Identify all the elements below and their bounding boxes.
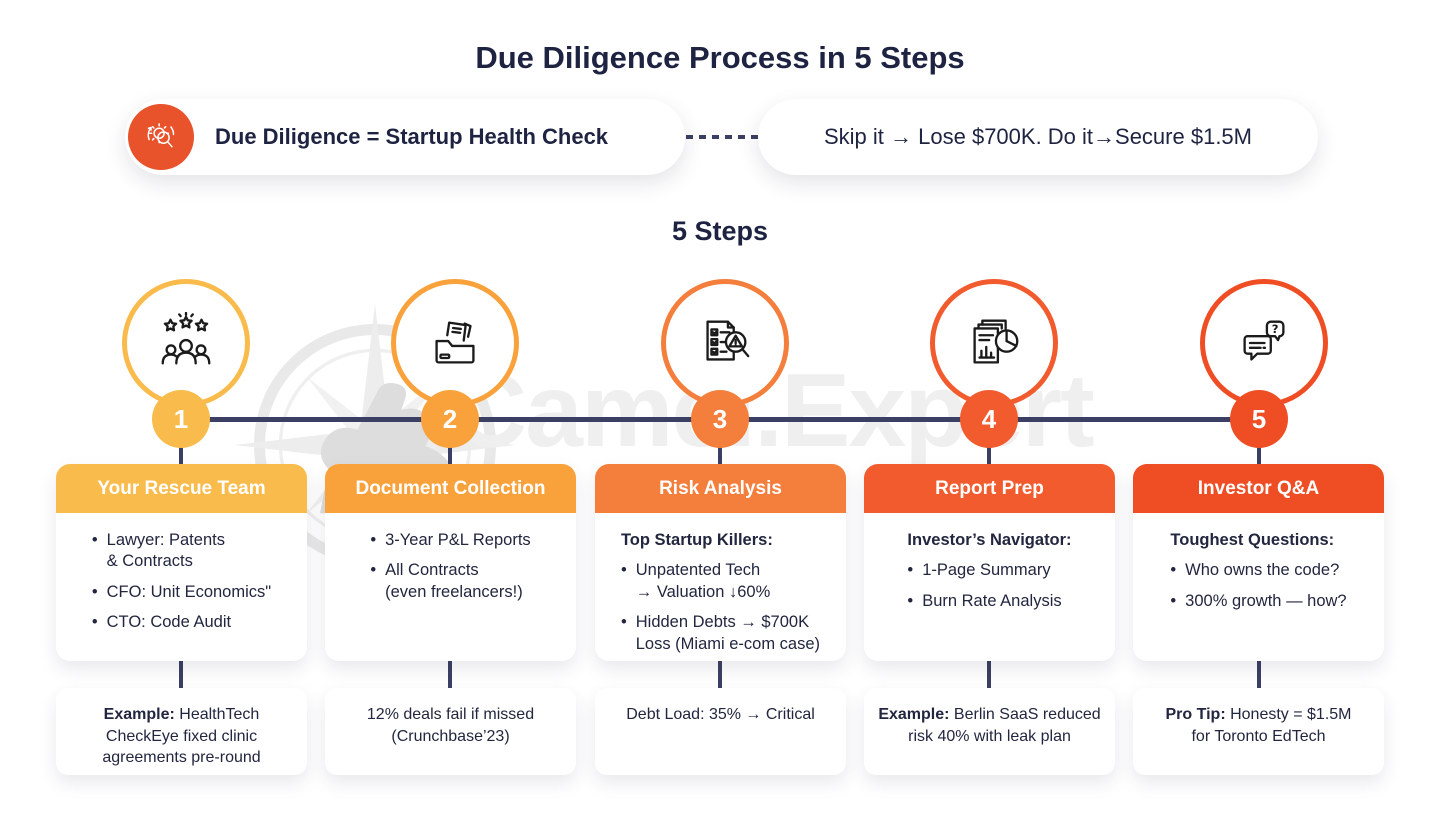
bullet-item: •All Contracts (even freelancers!) [370,561,523,601]
bullet-item: •Lawyer: Patents & Contracts [91,531,225,571]
note-text: Honesty = $1.5M for Toronto EdTech [1191,706,1352,745]
gear-magnifier-icon [128,104,194,170]
qa-chat-icon: ? [1243,320,1285,361]
step5-number: 5 [1251,403,1267,434]
consequence-text: Skip it → Lose $700K. Do it→Secure $1.5M [824,124,1252,149]
step5-note-card: Pro Tip: Honesty = $1.5M for Toronto EdT… [1133,688,1384,775]
bullet-item: •Unpatented Tech → Valuation ↓60% [620,561,771,601]
note-text: Berlin SaaS reduced risk 40% with leak p… [908,706,1101,745]
bullet-item: •1-Page Summary [907,561,1051,580]
step4-card: Report Prep Investor’s Navigator: •1-Pag… [864,464,1115,661]
step3-card-header: Risk Analysis [595,464,846,513]
team-icon [161,312,211,365]
step4-number: 4 [981,403,997,434]
step4-note-card: Example: Berlin SaaS reduced risk 40% wi… [864,688,1115,775]
step4-card-header: Report Prep [864,464,1115,513]
step2-circle [391,279,519,407]
bullet-item: •300% growth — how? [1170,591,1347,610]
step3-note-card: Debt Load: 35% → Critical [595,688,846,775]
step1-number: 1 [173,403,189,434]
step5-card-header: Investor Q&A [1133,464,1384,513]
step1-number-badge: 1 [152,390,210,448]
note-text: 12% deals fail if missed (Crunchbase’23) [366,706,535,745]
document-folder-icon [435,321,475,364]
step3-circle [661,279,789,407]
bullet-item: •CTO: Code Audit [91,613,232,632]
step4-number-badge: 4 [960,390,1018,448]
step2-number: 2 [442,403,458,434]
bullet-item: •3-Year P&L Reports [370,531,531,549]
step5-lead: Toughest Questions: [1170,531,1335,549]
bullet-item: •Who owns the code? [1170,561,1340,580]
page-title: Due Diligence Process in 5 Steps [475,40,965,75]
bullet-item: •Hidden Debts → $700K Loss (Miami e-com … [620,613,821,653]
note-text: Debt Load: 35% → Critical [626,706,815,723]
report-piechart-icon [973,319,1019,364]
step4-circle [930,279,1058,407]
step2-number-badge: 2 [421,390,479,448]
step3-number: 3 [712,403,728,434]
step3-lead: Top Startup Killers: [620,531,773,549]
step1-card-header: Your Rescue Team [56,464,307,513]
bullet-item: •CFO: Unit Economics" [91,582,272,601]
svg-text:?: ? [1272,322,1279,336]
step1-card: Your Rescue Team •Lawyer: Patents & Cont… [56,464,307,661]
note-bold: Example: [878,706,950,723]
note-text: HealthTech CheckEye fixed clinic agreeme… [102,706,261,767]
step4-lead: Investor’s Navigator: [907,531,1072,549]
bullet-item: •Burn Rate Analysis [907,591,1062,610]
connector-dashed-line [686,135,758,139]
risk-checklist-icon [706,320,750,361]
step1-note-card: Example: HealthTech CheckEye fixed clini… [56,688,307,775]
note-bold: Example: [103,706,175,723]
definition-text: Due Diligence = Startup Health Check [215,124,609,149]
step3-card: Risk Analysis Top Startup Killers: •Unpa… [595,464,846,661]
step1-circle [122,279,250,407]
step2-card: Document Collection •3-Year P&L Reports … [325,464,576,661]
step3-number-badge: 3 [691,390,749,448]
step5-card: Investor Q&A Toughest Questions: •Who ow… [1133,464,1384,661]
step5-circle: ? [1200,279,1328,407]
step5-number-badge: 5 [1230,390,1288,448]
consequence-callout: Skip it → Lose $700K. Do it→Secure $1.5M [758,99,1318,175]
definition-callout: Due Diligence = Startup Health Check [125,99,685,175]
section-subtitle: 5 Steps [671,216,769,246]
step2-note-card: 12% deals fail if missed (Crunchbase’23) [325,688,576,775]
note-bold: Pro Tip: [1165,706,1226,723]
step2-card-header: Document Collection [325,464,576,513]
